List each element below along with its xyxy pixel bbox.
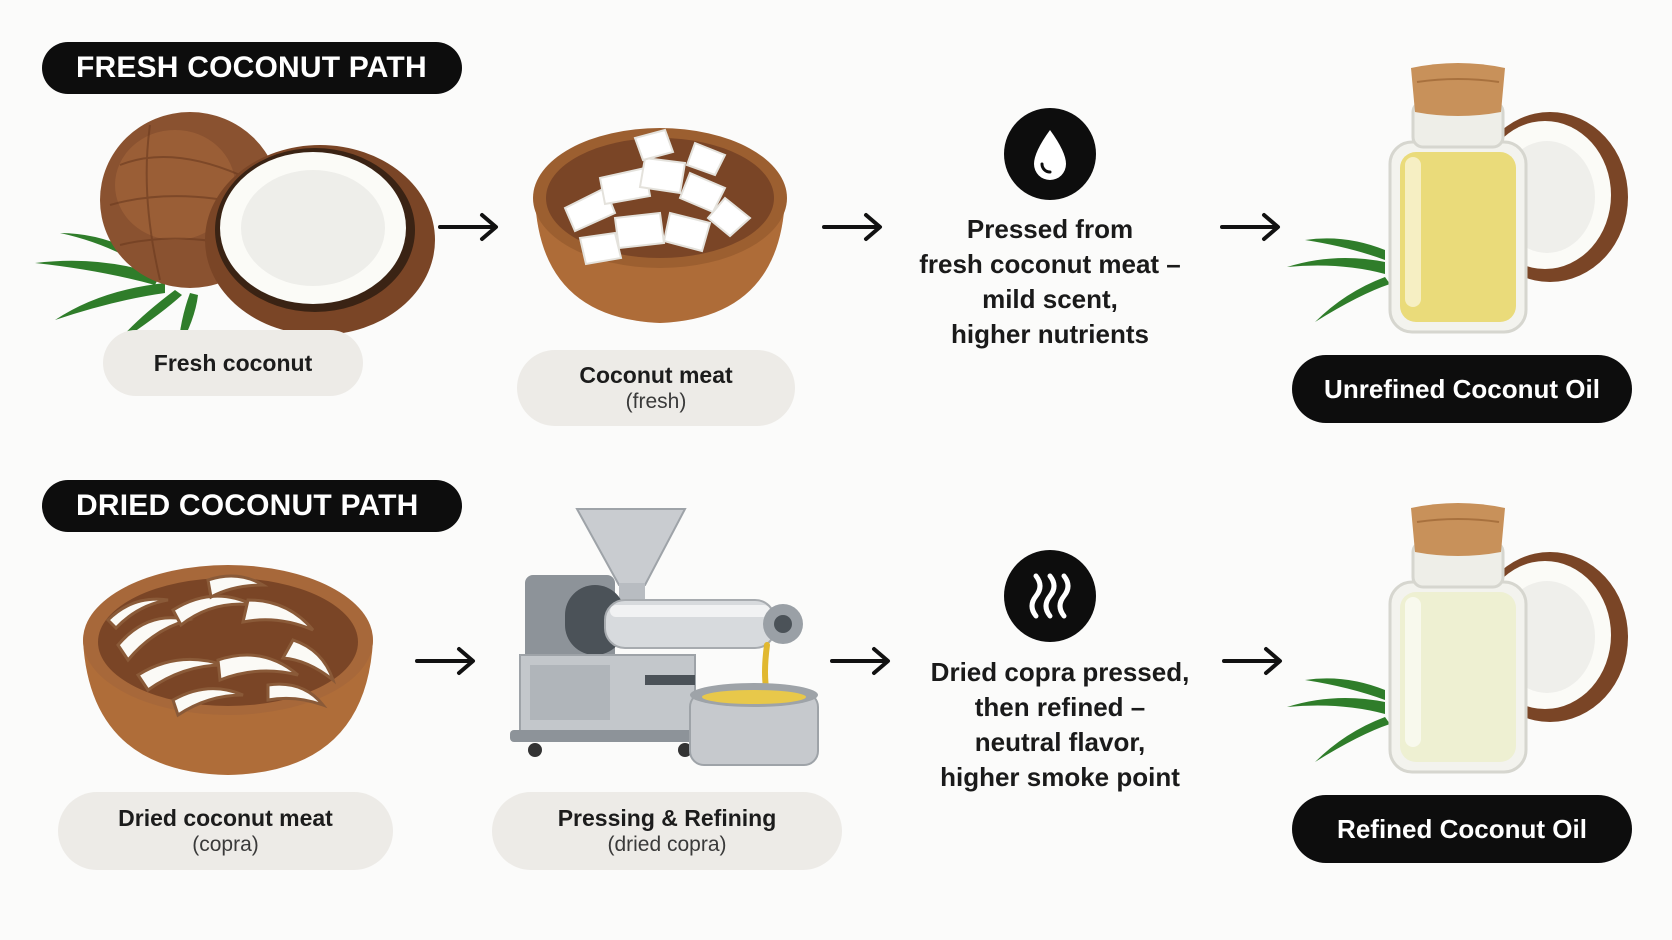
unrefined-oil-bottle-image xyxy=(1285,62,1628,342)
fresh-coconut-image xyxy=(30,105,435,350)
arrow-right-icon xyxy=(438,212,500,242)
dried-meat-bowl-image xyxy=(78,560,378,778)
fresh-desc-line: fresh coconut meat – xyxy=(919,249,1181,279)
fresh-meat-sublabel: (fresh) xyxy=(625,390,687,413)
dried-description: Dried copra pressed, then refined – neut… xyxy=(900,655,1220,795)
fresh-path-title: FRESH COCONUT PATH xyxy=(42,42,462,94)
oil-drop-icon xyxy=(1004,108,1096,200)
heat-waves-icon xyxy=(1004,550,1096,642)
oil-press-machine-image xyxy=(505,505,825,775)
refined-oil-bottle-image xyxy=(1285,502,1628,782)
pressing-refining-sublabel: (dried copra) xyxy=(607,833,727,856)
arrow-right-icon xyxy=(830,646,892,676)
fresh-description: Pressed from fresh coconut meat – mild s… xyxy=(890,212,1210,352)
fresh-meat-label: Coconut meat xyxy=(579,362,733,388)
dried-meat-label: Dried coconut meat xyxy=(118,805,333,831)
fresh-desc-line: mild scent, xyxy=(982,284,1118,314)
dried-desc-line: neutral flavor, xyxy=(974,727,1146,757)
fresh-coconut-label: Fresh coconut xyxy=(153,350,313,376)
unrefined-oil-badge: Unrefined Coconut Oil xyxy=(1292,355,1632,423)
pressing-refining-pill: Pressing & Refining (dried copra) xyxy=(492,792,842,870)
dried-path-title: DRIED COCONUT PATH xyxy=(42,480,462,532)
arrow-right-icon xyxy=(822,212,884,242)
fresh-desc-line: higher nutrients xyxy=(951,319,1149,349)
arrow-right-icon xyxy=(1222,646,1284,676)
fresh-coconut-pill: Fresh coconut xyxy=(103,330,363,396)
dried-desc-line: Dried copra pressed, xyxy=(930,657,1190,687)
fresh-meat-pill: Coconut meat (fresh) xyxy=(517,350,795,426)
dried-meat-pill: Dried coconut meat (copra) xyxy=(58,792,393,870)
dried-desc-line: then refined – xyxy=(974,692,1146,722)
pressing-refining-label: Pressing & Refining xyxy=(557,805,777,831)
fresh-desc-line: Pressed from xyxy=(966,214,1134,244)
arrow-right-icon xyxy=(1220,212,1282,242)
refined-oil-badge: Refined Coconut Oil xyxy=(1292,795,1632,863)
fresh-meat-bowl-image xyxy=(525,118,795,328)
arrow-right-icon xyxy=(415,646,477,676)
dried-meat-sublabel: (copra) xyxy=(192,833,259,856)
dried-desc-line: higher smoke point xyxy=(940,762,1180,792)
